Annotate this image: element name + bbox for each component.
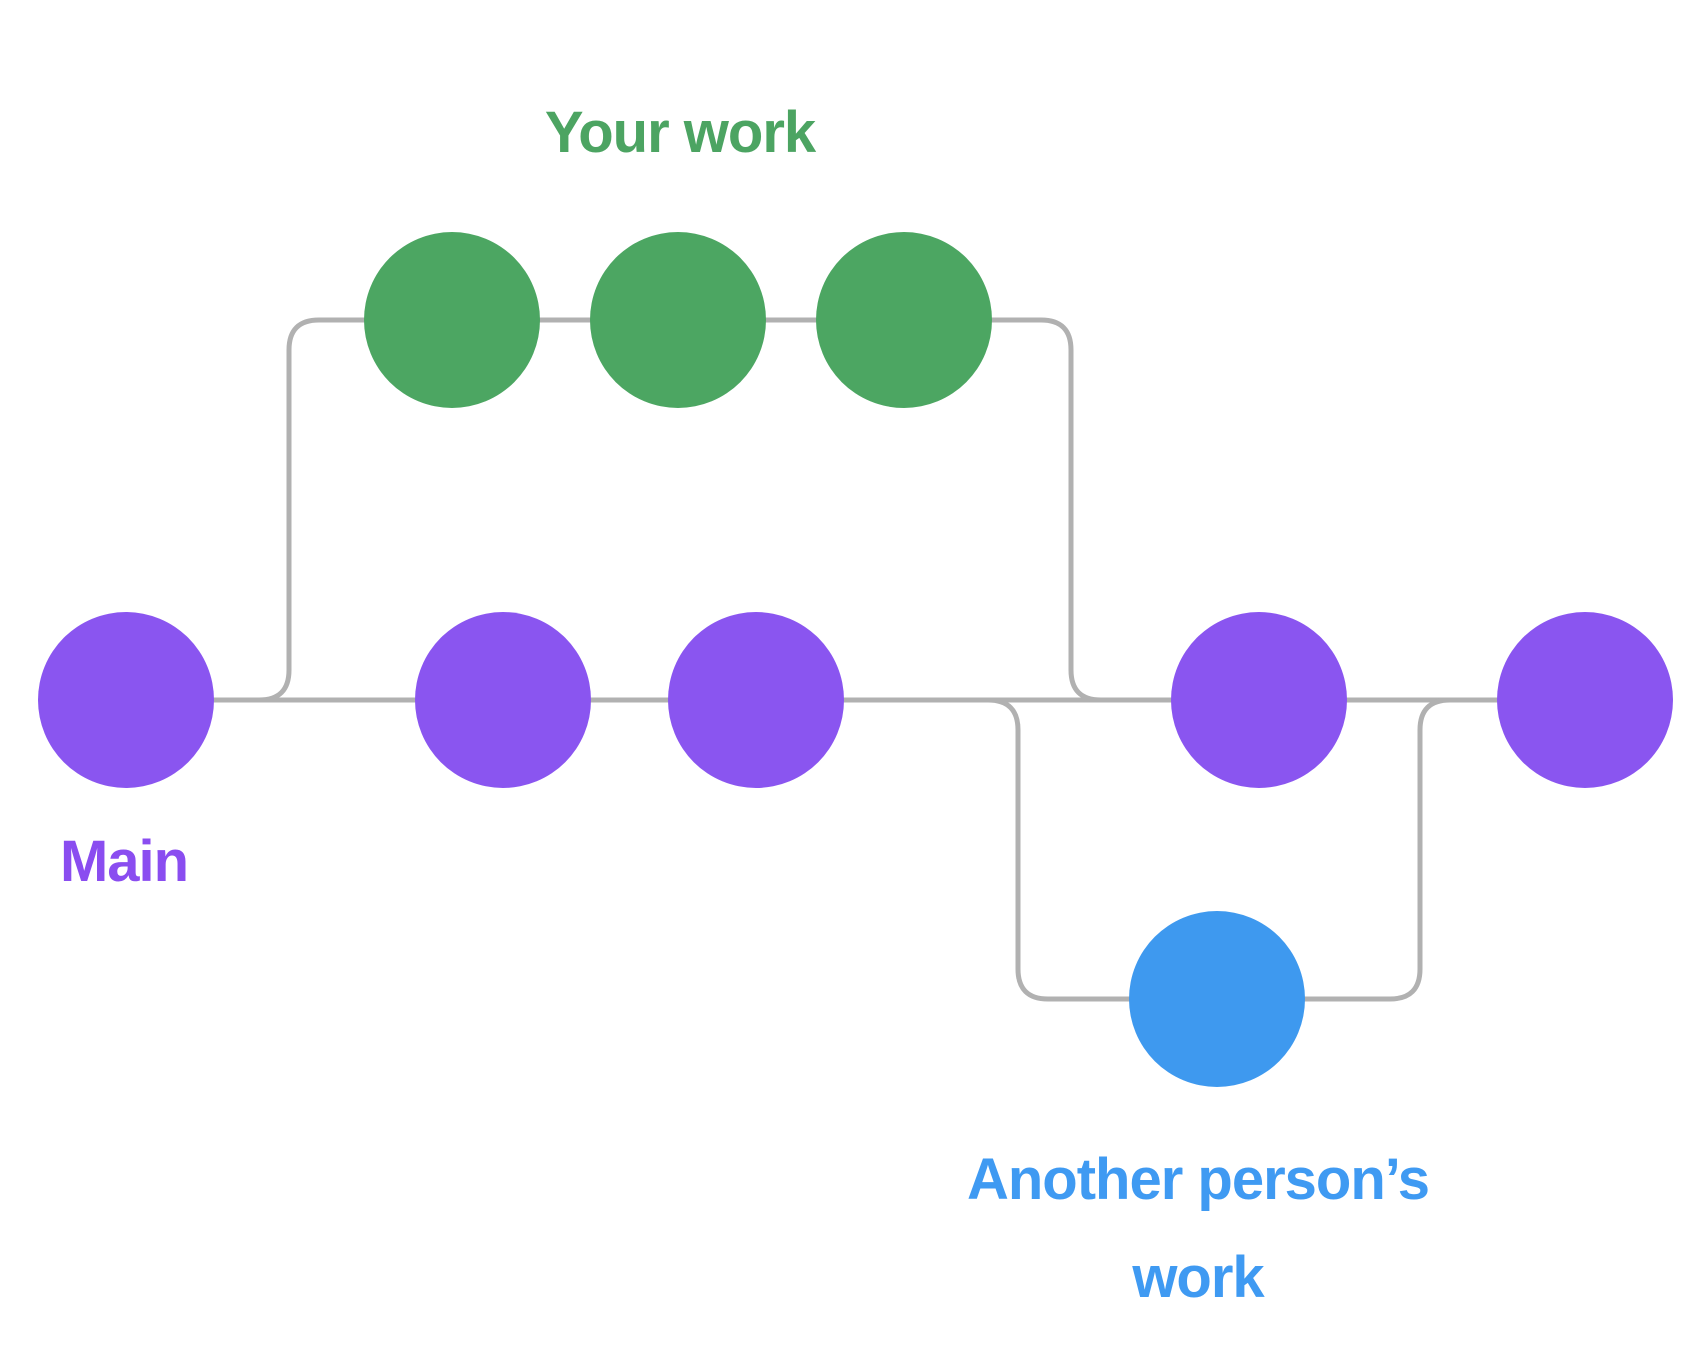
- commit-node-another-person-1: [1129, 911, 1305, 1087]
- commit-node-your-work-3: [816, 232, 992, 408]
- another-person-branch-line: [757, 697, 1513, 1002]
- main-branch-label: Main: [59, 829, 189, 894]
- another-person-branch-label-line-1: Another person’s: [966, 1147, 1430, 1212]
- another-person-branch-label-line-2: work: [1132, 1245, 1264, 1310]
- commit-node-main-3: [668, 612, 844, 788]
- commit-node-main-1: [38, 612, 214, 788]
- your-work-branch-label: Your work: [544, 100, 816, 165]
- commit-node-main-5: [1497, 612, 1673, 788]
- commit-node-main-4: [1171, 612, 1347, 788]
- another-person-branch-label: Another person’s work: [966, 1131, 1430, 1327]
- commit-node-your-work-2: [590, 232, 766, 408]
- commit-node-your-work-1: [364, 232, 540, 408]
- commit-node-main-2: [415, 612, 591, 788]
